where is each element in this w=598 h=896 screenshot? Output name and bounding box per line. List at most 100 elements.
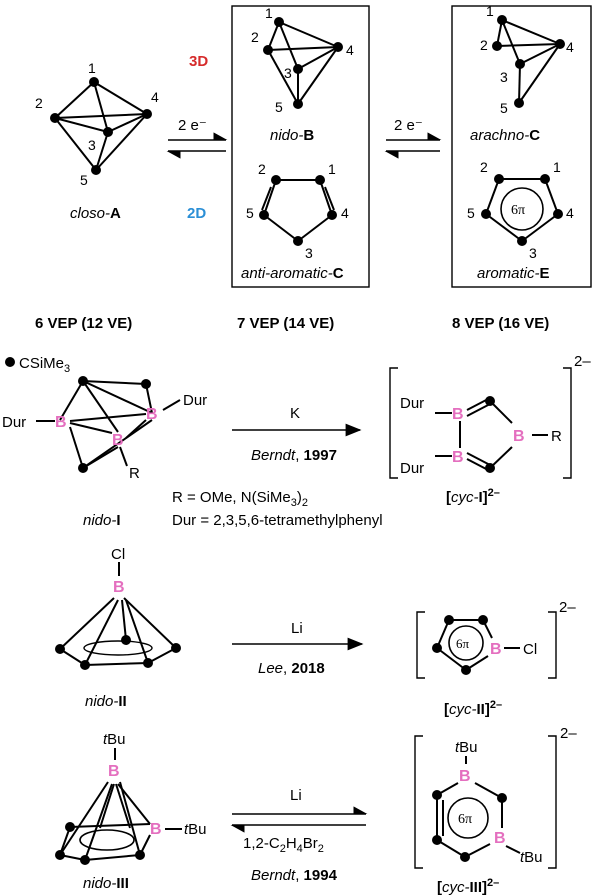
aromatic-E-label: aromatic-E	[477, 265, 550, 282]
cyc-II-structure: 6π B Cl	[416, 611, 557, 679]
box-nido-B	[231, 5, 370, 288]
nido-III-tBu-top: tBu	[103, 731, 126, 748]
aromatic-vertex-4: 4	[566, 205, 574, 221]
vep-label-1: 6 VEP (12 VE)	[35, 315, 132, 332]
arachno-vertex-2: 2	[480, 37, 488, 53]
nido-II-structure: Cl B	[55, 546, 181, 670]
arrow-2-label: 2 e⁻	[394, 117, 423, 134]
arachno-vertex-1: 1	[486, 3, 494, 19]
cyc-I-dur-2: Dur	[400, 460, 424, 477]
aromatic-E-structure: 2 1 4 5 3 6π	[467, 159, 574, 261]
arachno-C-label: arachno-C	[470, 127, 540, 144]
legend-label: CSiMe3	[19, 355, 70, 375]
cyc-I-R: R	[551, 428, 562, 445]
cyc-I-boron-3: B	[513, 428, 525, 445]
nido-II-boron: B	[113, 579, 125, 596]
arachno-vertex-5: 5	[500, 100, 508, 116]
nido-B-label: nido-B	[270, 127, 314, 144]
nido-II-label: nido-II	[85, 693, 127, 710]
reagent-Li-1: Li	[291, 620, 303, 637]
cyc-III-tBu-bottom: tBu	[520, 849, 543, 866]
aromatic-vertex-5: 5	[467, 205, 475, 221]
equilibrium-arrow-3	[230, 806, 368, 833]
nido-III-tBu-side: tBu	[184, 821, 207, 838]
nido-III-label: nido-III	[83, 875, 129, 892]
closo-A-structure: 1 2 4 3 5	[35, 60, 159, 188]
aromatic-vertex-2: 2	[480, 159, 488, 175]
sixpi-label: 6π	[511, 203, 525, 218]
cyc-I-structure: B B B Dur Dur R	[389, 367, 572, 479]
label-3D: 3D	[189, 53, 208, 70]
equilibrium-arrow-1	[166, 132, 228, 159]
boron-bottom: B	[112, 432, 124, 449]
closo-vertex-5: 5	[80, 172, 88, 188]
anti-aromatic-C-label: anti-aromatic-C	[241, 265, 344, 282]
cyc-III-tBu-top: tBu	[455, 739, 478, 756]
cyc-II-label: [cyc-II]2–	[444, 699, 502, 718]
arachno-C-structure: 1 2 4 3 5	[480, 3, 574, 116]
label-2D: 2D	[187, 205, 206, 222]
Dur-definition: Dur = 2,3,5,6-tetramethylphenyl	[172, 512, 383, 529]
nido-vertex-3: 3	[284, 65, 292, 81]
boron-right: B	[146, 406, 158, 423]
closo-vertex-1: 1	[88, 60, 96, 76]
cyc-III-sixpi: 6π	[458, 812, 472, 827]
nido-vertex-5: 5	[275, 99, 283, 115]
R-label: R	[129, 465, 140, 482]
cyc-III-charge: 2–	[560, 725, 577, 742]
anti-vertex-1: 1	[328, 161, 336, 177]
reagent-K: K	[290, 405, 300, 422]
cyc-II-chloro: Cl	[523, 641, 537, 658]
aromatic-vertex-1: 1	[553, 159, 561, 175]
citation-2: Lee, 2018	[258, 660, 325, 677]
cyc-II-boron: B	[490, 641, 502, 658]
R-definition: R = OMe, N(SiMe3)2	[172, 489, 308, 509]
closo-vertex-4: 4	[151, 89, 159, 105]
cyc-I-charge: 2–	[574, 353, 591, 370]
closo-vertex-3: 3	[88, 137, 96, 153]
nido-B-structure: 1 2 4 3 5	[251, 5, 354, 115]
nido-III-structure: tBu B B tBu	[55, 731, 207, 865]
box-arachno-C	[451, 5, 592, 288]
cyc-III-structure: tBu B 6π B tBu	[414, 735, 557, 869]
cyc-III-label: [cyc-III]2–	[437, 877, 499, 896]
arrow-1-label: 2 e⁻	[178, 117, 207, 134]
reagent-C2H4Br2: 1,2-C2H4Br2	[243, 835, 324, 855]
equilibrium-arrow-2	[384, 132, 442, 159]
nido-vertex-4: 4	[346, 42, 354, 58]
nido-I-label: nido-I	[83, 512, 121, 529]
anti-vertex-3: 3	[305, 245, 313, 261]
cyc-III-boron-bottom: B	[494, 830, 506, 847]
cyc-I-boron-1: B	[452, 406, 464, 423]
aromatic-vertex-3: 3	[529, 245, 537, 261]
citation-1: Berndt, 1997	[251, 447, 337, 464]
vep-label-3: 8 VEP (16 VE)	[452, 315, 549, 332]
nido-vertex-2: 2	[251, 29, 259, 45]
cyc-II-charge: 2–	[559, 599, 576, 616]
cyc-II-sixpi: 6π	[456, 636, 470, 651]
cyc-I-boron-2: B	[452, 449, 464, 466]
arachno-vertex-4: 4	[566, 39, 574, 55]
dur-right: Dur	[183, 392, 207, 409]
nido-I-structure: B B B Dur Dur R	[2, 376, 207, 482]
nido-III-boron-top: B	[108, 763, 120, 780]
anti-vertex-5: 5	[246, 205, 254, 221]
boron-left: B	[55, 414, 67, 431]
cyc-III-boron-top: B	[459, 768, 471, 785]
cyc-I-label: [cyc-I]2–	[446, 487, 500, 506]
closo-A-label: closo-A	[70, 205, 121, 222]
citation-3: Berndt, 1994	[251, 867, 338, 884]
reagent-Li-2: Li	[290, 787, 302, 804]
anti-vertex-2: 2	[258, 161, 266, 177]
closo-vertex-2: 2	[35, 95, 43, 111]
aromatic-ring-circle	[500, 187, 544, 231]
arachno-vertex-3: 3	[500, 69, 508, 85]
anti-vertex-4: 4	[341, 205, 349, 221]
nido-vertex-1: 1	[265, 5, 273, 21]
legend-dot	[5, 357, 15, 367]
dur-left: Dur	[2, 414, 26, 431]
anti-aromatic-C-structure: 2 1 4 5 3	[246, 161, 349, 261]
vep-label-2: 7 VEP (14 VE)	[237, 315, 334, 332]
chloro-label: Cl	[111, 546, 125, 563]
